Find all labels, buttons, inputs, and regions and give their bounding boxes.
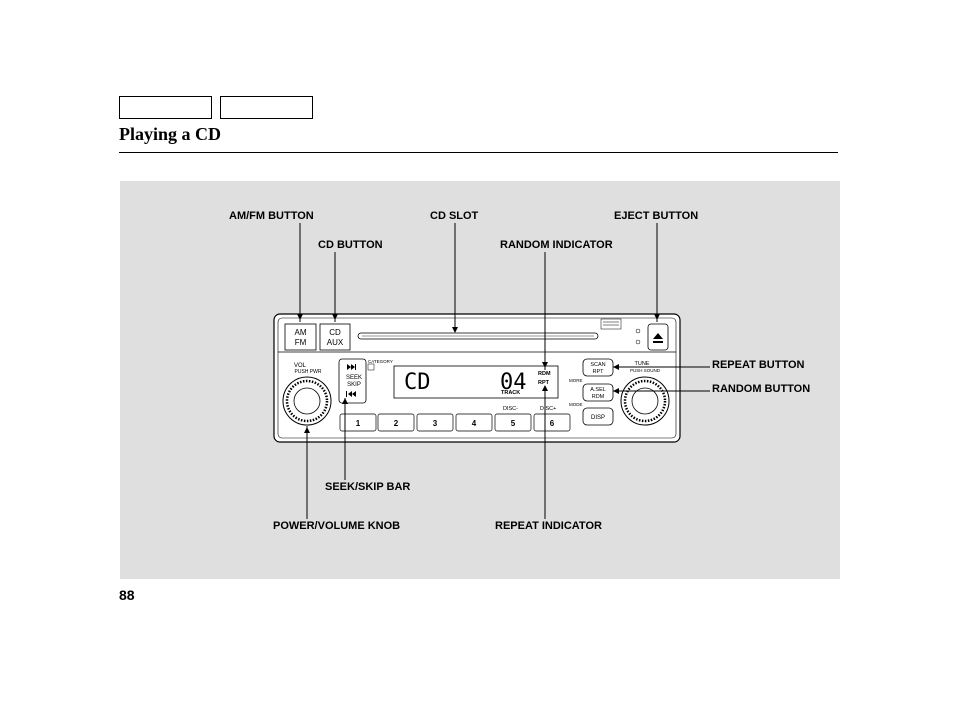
callout-eject-button: EJECT BUTTON [614,210,699,222]
disp-button [582,407,614,426]
cd-label-bottom: AUX [327,338,344,347]
preset-1: 1 [356,419,361,428]
nav-box-contents[interactable] [119,96,212,119]
callout-repeat-indicator: REPEAT INDICATOR [495,520,602,532]
preset-6: 6 [550,419,555,428]
more-label: MORE [569,378,583,383]
cd-logo [600,318,622,330]
indicator-dot-top [635,328,641,334]
skip-back-icon [348,391,352,397]
callout-arrowheads [297,314,660,433]
preset-3: 3 [433,419,438,428]
preset-4: 4 [472,419,477,428]
title-rule [119,152,838,153]
pwr-label: PUSH PWR [295,369,322,375]
disc-minus-label: DISC- [503,406,518,412]
display-mode: CD [404,370,431,395]
scan-label-top: SCAN [590,362,605,368]
preset-2: 2 [394,419,399,428]
seek-skip-bar [338,358,367,404]
sound-label: PUSH SOUND [630,368,661,373]
callout-leader-lines [299,223,710,519]
amfm-label-bottom: FM [295,338,307,347]
scan-label-bottom: RPT [593,369,605,375]
preset-5: 5 [511,419,516,428]
callout-cd-button: CD BUTTON [318,239,383,251]
callout-random-button: RANDOM BUTTON [712,383,811,395]
asel-label-bottom: RDM [592,394,605,400]
disp-label: DISP [591,415,605,421]
amfm-button [284,323,317,351]
callout-cd-slot: CD SLOT [430,210,479,222]
asel-rdm-button [582,383,614,402]
eject-icon [653,333,663,339]
skip-forward-icon [347,364,351,370]
callout-random-indicator: RANDOM INDICATOR [500,239,613,251]
mode-label: MODE [569,402,583,407]
cd-aux-button [319,323,351,351]
radio-faceplate [277,317,677,439]
callout-power-volume-knob: POWER/VOLUME KNOB [273,520,401,532]
page-number: 88 [119,587,135,603]
callout-amfm-button: AM/FM BUTTON [229,210,314,222]
tune-label: TUNE [635,361,650,367]
display-track: 04 [500,370,527,395]
callout-repeat-button: REPEAT BUTTON [712,359,805,371]
vol-label: VOL [294,363,307,369]
cd-label-top: CD [329,328,341,337]
nav-box-index[interactable] [220,96,313,119]
preset-buttons: 1 2 3 4 5 6 [339,413,571,432]
category-label: CATEGORY [368,359,393,364]
rpt-indicator: RPT [538,380,550,386]
track-label: TRACK [501,390,520,396]
amfm-label-top: AM [295,328,307,337]
lcd-display [393,365,559,399]
seek-label: SEEK [346,375,362,381]
indicator-dot-bottom [635,339,641,345]
skip-label: SKIP [347,382,361,388]
asel-label-top: A.SEL [590,387,606,393]
page-title: Playing a CD [119,124,222,144]
rdm-indicator: RDM [538,371,551,377]
callout-seek-skip-bar: SEEK/SKIP BAR [325,481,411,493]
disc-plus-label: DISC+ [540,406,556,412]
